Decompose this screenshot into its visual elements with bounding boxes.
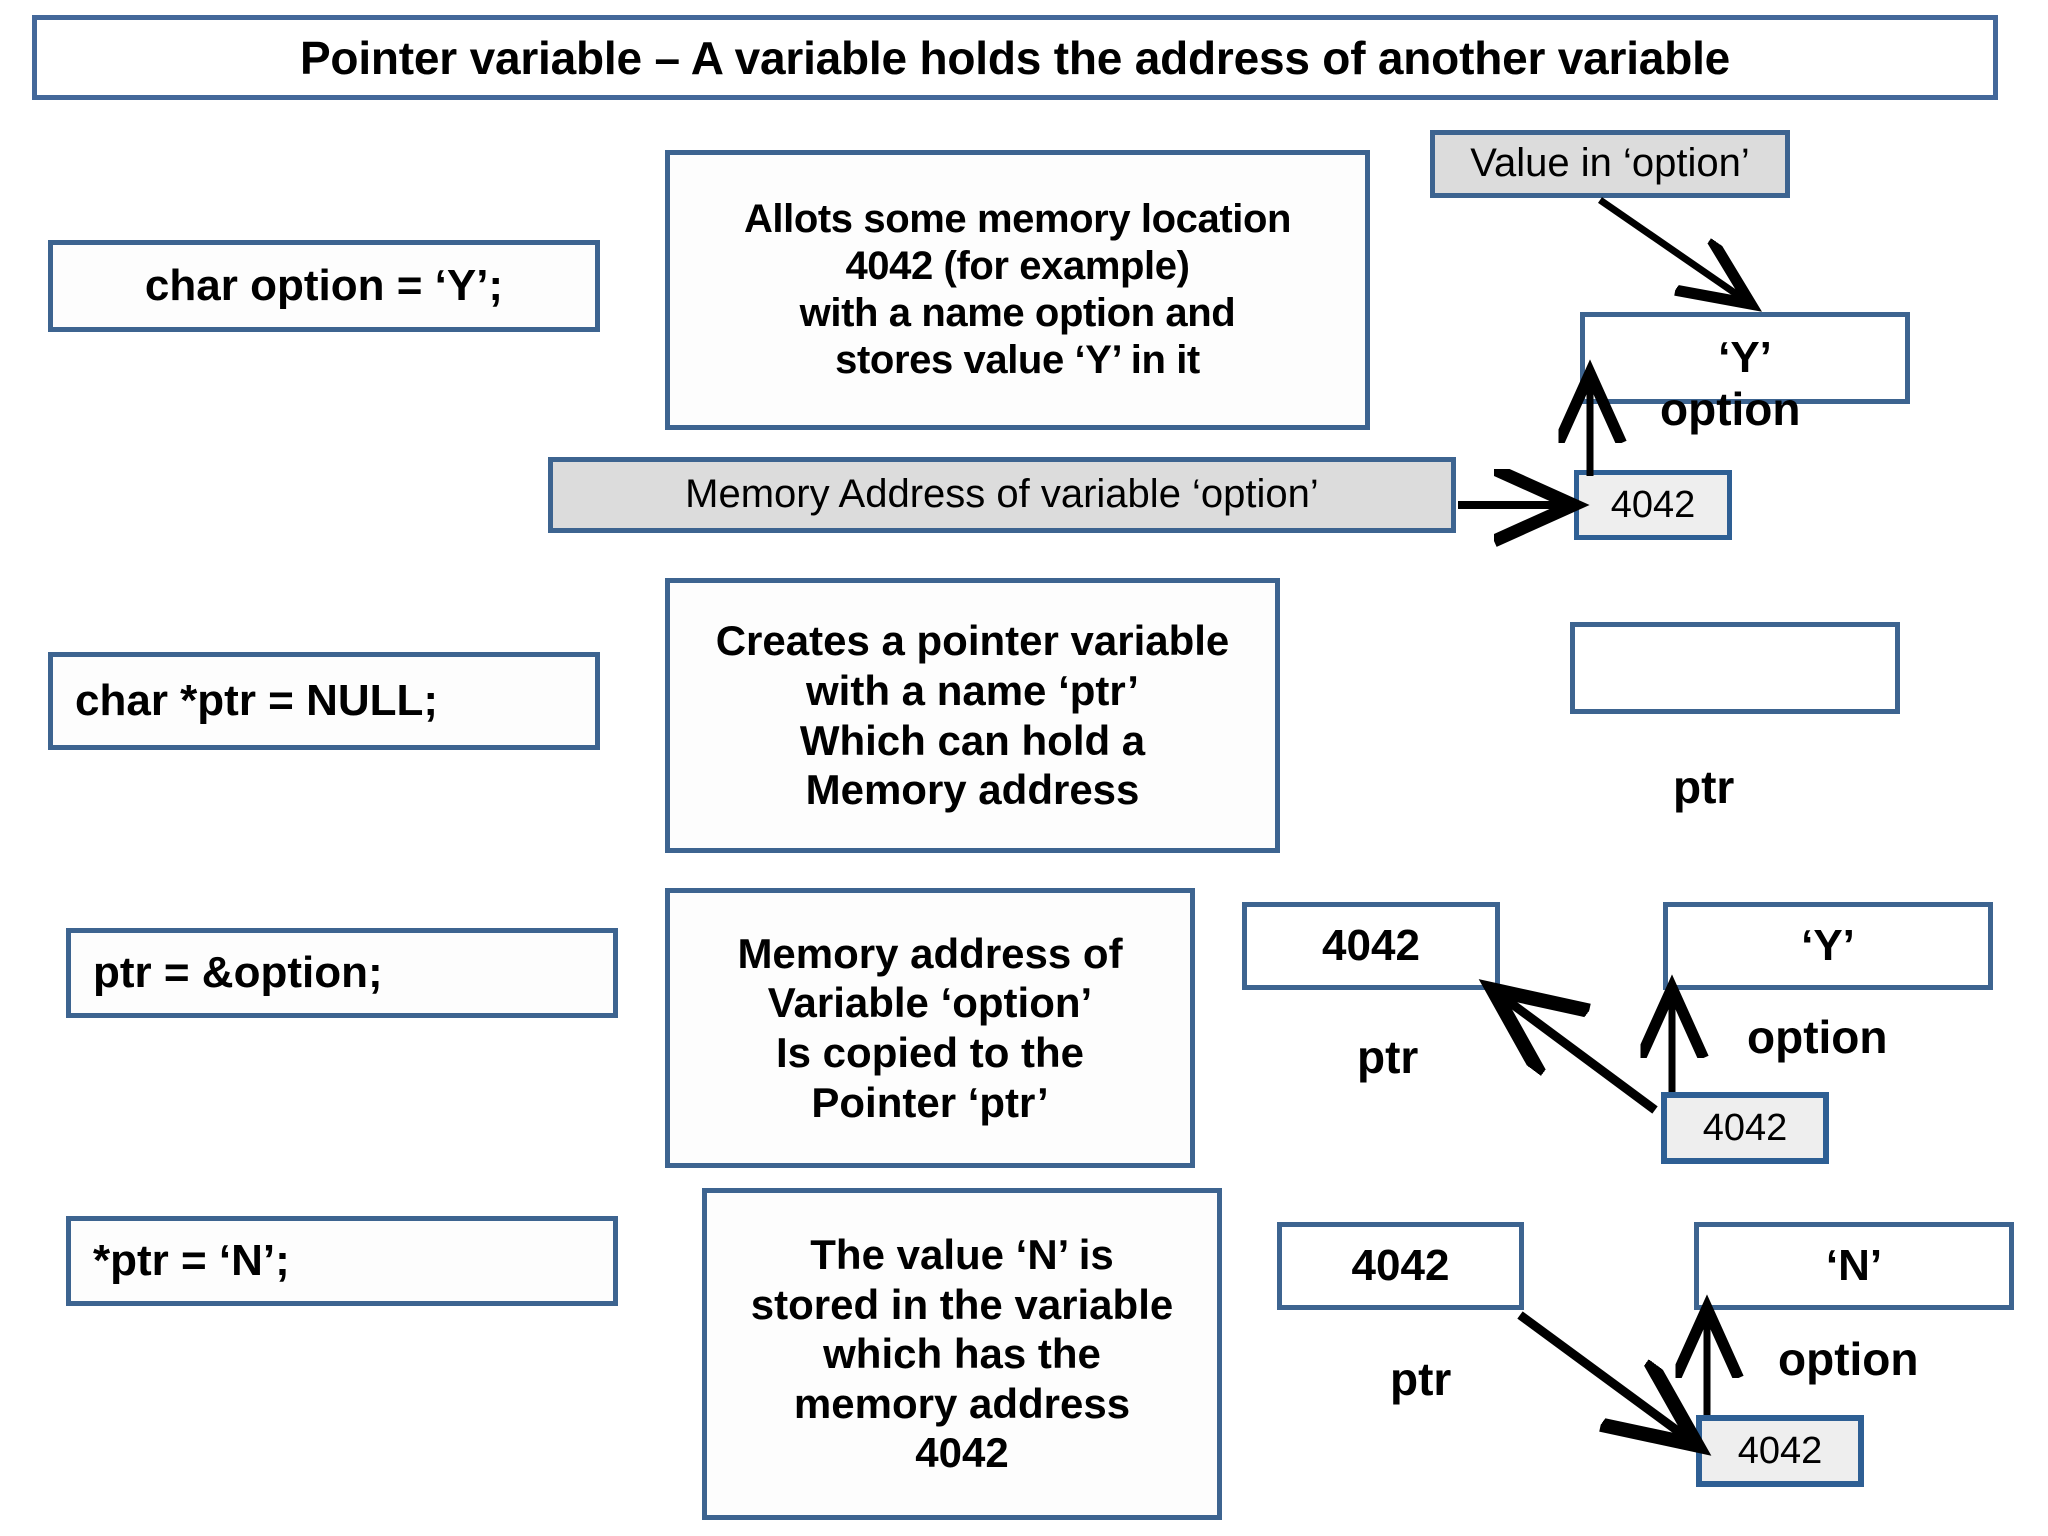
callout-memory-address-of-option-text: Memory Address of variable ‘option’ xyxy=(685,472,1319,517)
variable-value-option-row3: ‘Y’ xyxy=(1801,921,1855,971)
description-box-deref-assign: The value ‘N’ is stored in the variable … xyxy=(702,1188,1222,1520)
page-title-text: Pointer variable – A variable holds the … xyxy=(299,31,1731,84)
address-value-option-row3: 4042 xyxy=(1702,1106,1788,1149)
variable-label-option-row3: option xyxy=(1747,1010,1888,1064)
description-text-assign-address: Memory address of Variable ‘option’ Is c… xyxy=(737,929,1123,1126)
variable-label-option-row1-text: option xyxy=(1660,383,1801,435)
ptr-label-row3: ptr xyxy=(1357,1030,1418,1084)
variable-label-ptr-row2: ptr xyxy=(1673,760,1734,814)
description-box-declare-option: Allots some memory location 4042 (for ex… xyxy=(665,150,1370,430)
description-text-declare-option: Allots some memory location 4042 (for ex… xyxy=(743,196,1292,383)
variable-label-ptr-row2-text: ptr xyxy=(1673,761,1735,813)
arrow-address-to-ptr-row3 xyxy=(1500,995,1658,1114)
ptr-label-row3-text: ptr xyxy=(1357,1031,1419,1083)
arrow-ptr-to-address-row4 xyxy=(1517,1311,1690,1440)
variable-label-option-row4-text: option xyxy=(1778,1333,1919,1385)
address-value-option-row4: 4042 xyxy=(1737,1429,1823,1472)
ptr-box-row4: 4042 xyxy=(1277,1222,1524,1310)
description-text-deref-assign: The value ‘N’ is stored in the variable … xyxy=(750,1231,1174,1477)
arrow-callout-to-value-row1 xyxy=(1598,197,1745,300)
variable-label-option-row3-text: option xyxy=(1747,1011,1888,1063)
variable-box-option-row1: ‘Y’ xyxy=(1580,312,1910,404)
ptr-value-row3: 4042 xyxy=(1322,921,1420,971)
variable-box-option-row3: ‘Y’ xyxy=(1663,902,1993,990)
address-value-option-row1: 4042 xyxy=(1610,483,1696,526)
ptr-value-row4: 4042 xyxy=(1351,1241,1450,1291)
variable-value-option-row1: ‘Y’ xyxy=(1718,333,1772,383)
code-text-declare-option: char option = ‘Y’; xyxy=(144,261,504,311)
variable-value-option-row4: ‘N’ xyxy=(1825,1241,1883,1291)
callout-memory-address-of-option: Memory Address of variable ‘option’ xyxy=(548,457,1456,533)
address-box-option-row4: 4042 xyxy=(1696,1415,1864,1487)
ptr-label-row4-text: ptr xyxy=(1390,1353,1452,1405)
code-box-deref-assign: *ptr = ‘N’; xyxy=(66,1216,618,1306)
variable-box-option-row4: ‘N’ xyxy=(1694,1222,2014,1310)
address-box-option-row1: 4042 xyxy=(1574,470,1732,540)
code-box-assign-address: ptr = &option; xyxy=(66,928,618,1018)
callout-value-in-option: Value in ‘option’ xyxy=(1430,130,1790,198)
code-text-assign-address: ptr = &option; xyxy=(93,948,383,998)
description-text-declare-ptr: Creates a pointer variable with a name ‘… xyxy=(715,617,1230,814)
variable-box-ptr-row2 xyxy=(1570,622,1900,714)
description-box-declare-ptr: Creates a pointer variable with a name ‘… xyxy=(665,578,1280,853)
code-box-declare-option: char option = ‘Y’; xyxy=(48,240,600,332)
variable-label-option-row4: option xyxy=(1778,1332,1919,1386)
page-title: Pointer variable – A variable holds the … xyxy=(32,15,1998,100)
ptr-box-row3: 4042 xyxy=(1242,902,1500,990)
code-text-deref-assign: *ptr = ‘N’; xyxy=(93,1236,290,1286)
callout-value-in-option-text: Value in ‘option’ xyxy=(1470,141,1750,186)
description-box-assign-address: Memory address of Variable ‘option’ Is c… xyxy=(665,888,1195,1168)
code-box-declare-ptr: char *ptr = NULL; xyxy=(48,652,600,750)
variable-label-option-row1: option xyxy=(1660,382,1801,436)
address-box-option-row3: 4042 xyxy=(1661,1092,1829,1164)
ptr-label-row4: ptr xyxy=(1390,1352,1451,1406)
code-text-declare-ptr: char *ptr = NULL; xyxy=(75,676,439,726)
